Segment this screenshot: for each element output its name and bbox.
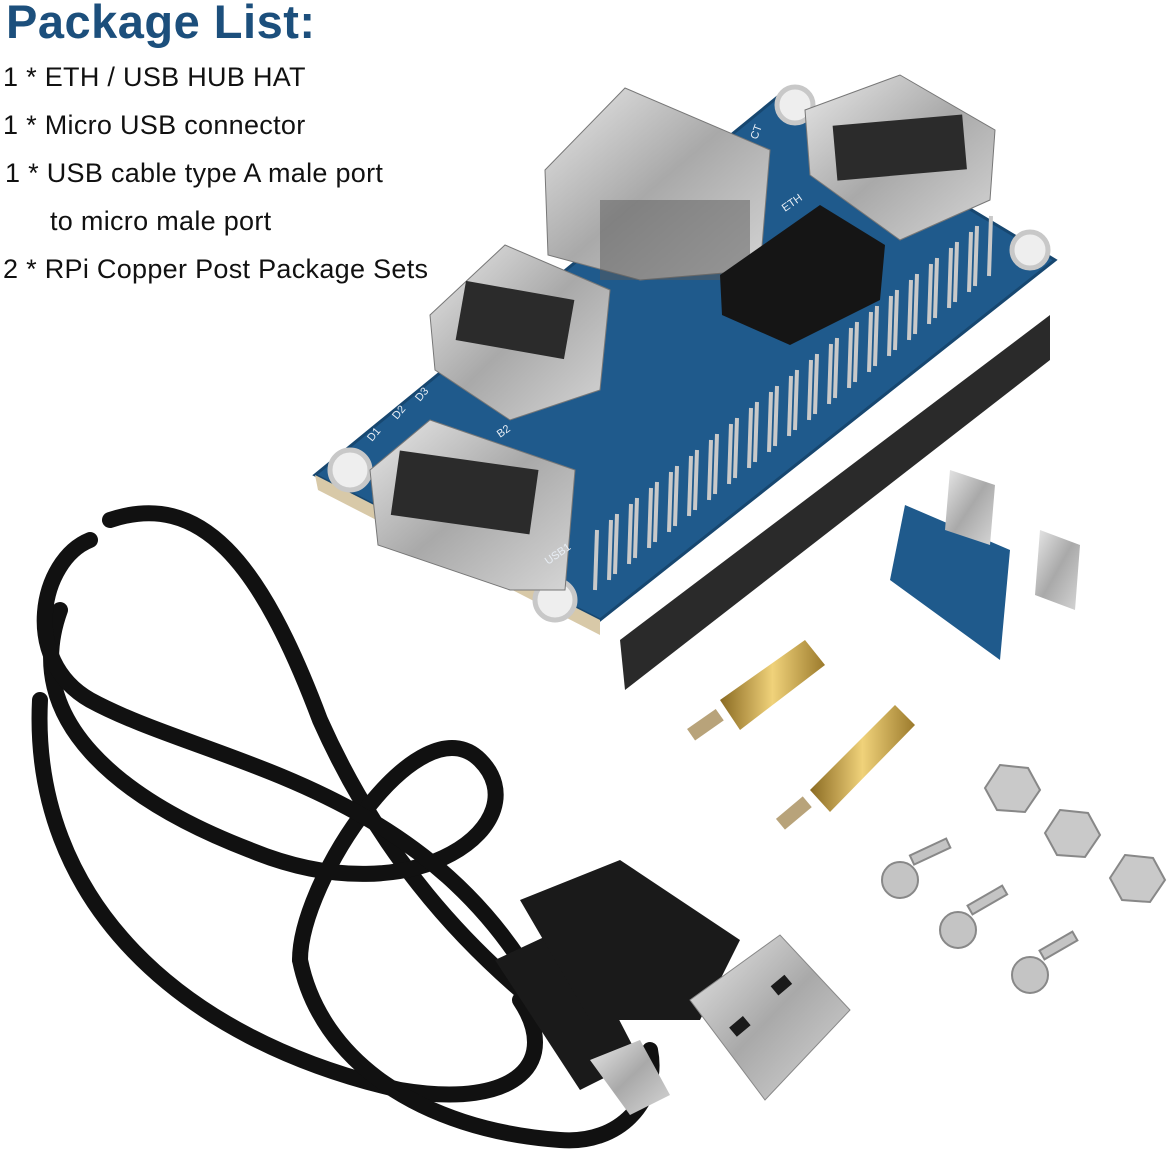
copper-standoff: [687, 640, 825, 741]
gpio-pin: [787, 375, 793, 437]
gpio-pin: [767, 391, 773, 453]
gpio-pin: [773, 385, 779, 447]
gpio-pin: [653, 481, 659, 543]
gpio-pin: [647, 487, 653, 549]
gpio-pin: [907, 279, 913, 341]
gpio-pins: [593, 215, 993, 591]
package-item: 1 * ETH / USB HUB HAT: [3, 62, 306, 92]
gpio-pin: [793, 369, 799, 431]
gpio-pin: [893, 289, 899, 351]
gpio-pin: [753, 401, 759, 463]
gpio-pin: [847, 327, 853, 389]
nuts: [983, 763, 1167, 904]
mount-hole: [1009, 229, 1051, 271]
micro-usb-plug: [495, 925, 670, 1115]
gpio-pin: [673, 465, 679, 527]
package-item: to micro male port: [50, 206, 272, 236]
mount-hole: [327, 447, 373, 493]
gpio-pin: [713, 433, 719, 495]
eth-usb-hub-hat: USB1 B2 ETH CT D1 D2 D3: [312, 74, 1058, 690]
mount-hole: [774, 84, 816, 126]
gpio-pin: [613, 513, 619, 575]
gpio-pin: [807, 359, 813, 421]
chip: [720, 205, 885, 345]
copper-standoff: [775, 705, 915, 830]
gpio-pin: [853, 321, 859, 383]
screws: [881, 837, 1079, 994]
gpio-pin: [707, 439, 713, 501]
micro-usb-connector: [890, 470, 1080, 660]
silk-act: CT: [749, 123, 765, 141]
gpio-pin: [933, 257, 939, 319]
gpio-pin: [693, 449, 699, 511]
gpio-pin: [813, 353, 819, 415]
gpio-pin: [873, 305, 879, 367]
package-list-title: Package List:: [6, 0, 316, 48]
gpio-pin: [607, 519, 613, 581]
gpio-pin: [867, 311, 873, 373]
package-item: 2 * RPi Copper Post Package Sets: [3, 254, 429, 284]
gpio-pin: [967, 231, 973, 293]
gpio-pin: [833, 337, 839, 399]
gpio-pin: [927, 263, 933, 325]
gpio-pin: [887, 295, 893, 357]
gpio-pin: [727, 423, 733, 485]
gpio-pin: [913, 273, 919, 335]
usb-port: [369, 419, 576, 591]
package-item: 1 * Micro USB connector: [3, 110, 306, 140]
gpio-pin: [953, 241, 959, 303]
gpio-pin: [973, 225, 979, 287]
gpio-pin: [947, 247, 953, 309]
gpio-pin: [633, 497, 639, 559]
gpio-pin: [627, 503, 633, 565]
gpio-pin: [667, 471, 673, 533]
usb-port: [429, 244, 611, 421]
usb-a-plug: [520, 860, 851, 1101]
gpio-pin: [733, 417, 739, 479]
header-block: [620, 315, 1050, 690]
gpio-pin: [687, 455, 693, 517]
gpio-pin: [827, 343, 833, 405]
gpio-pin: [987, 215, 993, 277]
gpio-pin: [747, 407, 753, 469]
usb-port: [804, 74, 996, 241]
gpio-pin: [593, 529, 599, 591]
package-item: 1 * USB cable type A male port: [5, 158, 384, 188]
